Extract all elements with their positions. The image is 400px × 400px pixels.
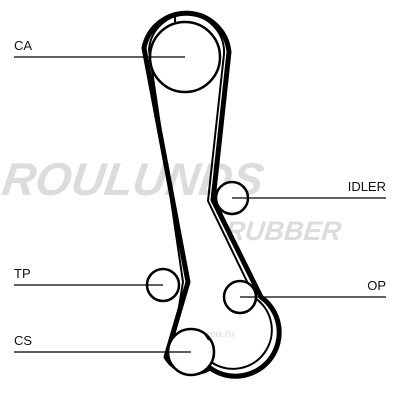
labels: CA IDLER TP OP CS <box>14 38 386 348</box>
label-idler: IDLER <box>348 179 386 194</box>
watermark: ROULUNDS RUBBER oreo.ru <box>0 153 343 340</box>
timing-mark-cs <box>204 333 210 341</box>
label-ca: CA <box>14 38 32 53</box>
watermark-fine-print: oreo.ru <box>200 329 234 340</box>
label-cs: CS <box>14 333 32 348</box>
label-op: OP <box>367 278 386 293</box>
label-tp: TP <box>14 266 31 281</box>
timing-marks <box>174 14 210 341</box>
watermark-subbrand: RUBBER <box>224 215 343 246</box>
leader-lines <box>14 56 386 353</box>
